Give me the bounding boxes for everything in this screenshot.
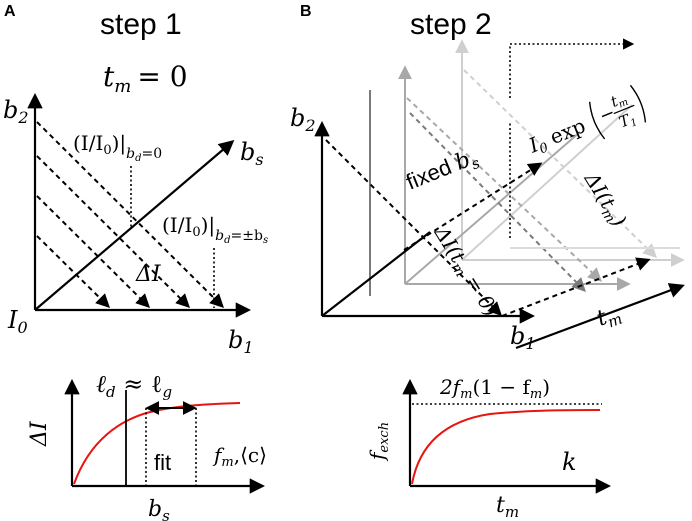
exp-fraction-bar	[613, 104, 635, 115]
axis-bs	[34, 140, 235, 311]
plot-d-xlabel: tm	[496, 493, 519, 521]
exp-denominator: T1	[616, 109, 639, 134]
panel-a: A step 1 tm= 0 b2 b1 bs I0 (I/I0)|bd=0 (…	[3, 3, 268, 357]
exp-paren-right	[629, 84, 647, 123]
dashed-arrow-3	[36, 195, 150, 308]
axes-layer-mid	[398, 65, 631, 291]
panel-a-letter: A	[4, 3, 16, 20]
plot-d-ylabel: fexch	[365, 422, 392, 462]
exp-decay-label: I0 exp − tm T1	[525, 84, 647, 158]
panel-a-title: step 1	[100, 8, 182, 41]
delta-tm-label: ΔI(tm)	[577, 167, 632, 232]
plot-d-curve	[411, 409, 601, 485]
delta-tm0-label: ΔI(tm = 0)	[427, 221, 504, 322]
mid-axis-bs	[404, 131, 581, 285]
panel-b-title: step 2	[410, 8, 492, 41]
panel-b: B step 2	[290, 3, 685, 353]
label-b1-step2: b1	[510, 322, 536, 353]
ratio-bd-zero: (I/I0)|bd=0	[73, 131, 162, 164]
fm-c-label: fm,⟨c⟩	[212, 443, 267, 470]
axis-tm	[515, 283, 685, 350]
delta-i-label: ΔI	[135, 262, 162, 287]
exp-minus: −	[596, 102, 618, 127]
ld-approx-lg: ℓd ≈ ℓg	[96, 370, 172, 401]
plot-c-ylabel: ΔI	[27, 420, 52, 447]
k-label: k	[562, 448, 577, 476]
decay-connector	[509, 38, 635, 98]
tm-axis-label: tm	[594, 300, 625, 334]
axes-layer-near	[369, 90, 586, 296]
exp-paren-left	[588, 101, 606, 140]
plot-delta-i-vs-bs: ΔI bs ℓd ≈ ℓg fit fm,⟨c⟩	[27, 370, 267, 521]
axes-layer-far	[455, 39, 685, 267]
plateau-label: 2fm(1 − fm)	[439, 375, 550, 402]
label-i0: I0	[7, 306, 28, 337]
fit-label: fit	[154, 450, 171, 475]
tm-zero-label: tm= 0	[103, 60, 188, 97]
label-bs: bs	[240, 138, 264, 169]
label-b2: b2	[3, 96, 29, 127]
plot-c-xlabel: bs	[148, 497, 170, 521]
axis-bs-step2	[321, 231, 431, 317]
dashed-arrow-1	[36, 121, 224, 308]
ratio-bd-pm-bs: (I/I0)|bd=±bs	[162, 213, 268, 246]
plot-fexch-vs-tm: fexch tm 2fm(1 − fm) k	[365, 375, 612, 521]
time-dashed-arrow	[501, 257, 651, 317]
dashed-arrow-4	[36, 235, 110, 308]
label-b1: b1	[228, 326, 254, 357]
fixed-bs-label: fixed bs	[403, 143, 483, 198]
label-b2-step2: b2	[290, 104, 316, 135]
far-axis-bs	[461, 104, 633, 261]
panel-b-letter: B	[300, 3, 312, 20]
